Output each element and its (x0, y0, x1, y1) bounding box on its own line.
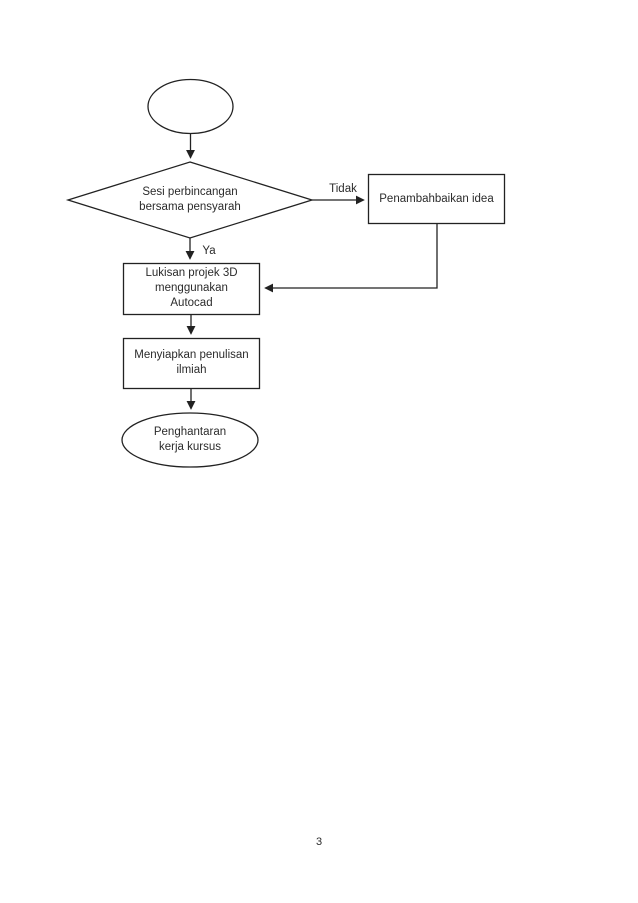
start-ellipse (147, 78, 234, 135)
improve-box-label: Penambahbaikan idea (379, 192, 494, 205)
draw-box-label: Lukisan projek 3D menggunakan Autocad (145, 267, 238, 309)
end-label: Penghantaran kerja kursus (153, 426, 227, 453)
page-number: 3 (315, 836, 323, 848)
branch-no-label: Tidak (329, 183, 357, 195)
arrow-feedback (264, 224, 438, 293)
branch-yes-label: Ya (202, 245, 216, 257)
improve-box (367, 173, 506, 225)
write-box-label: Menyiapkan penulisan ilmiah (134, 349, 249, 376)
end-ellipse (121, 412, 259, 468)
decision-label: Sesi perbincangan bersama pensyarah (139, 186, 241, 213)
